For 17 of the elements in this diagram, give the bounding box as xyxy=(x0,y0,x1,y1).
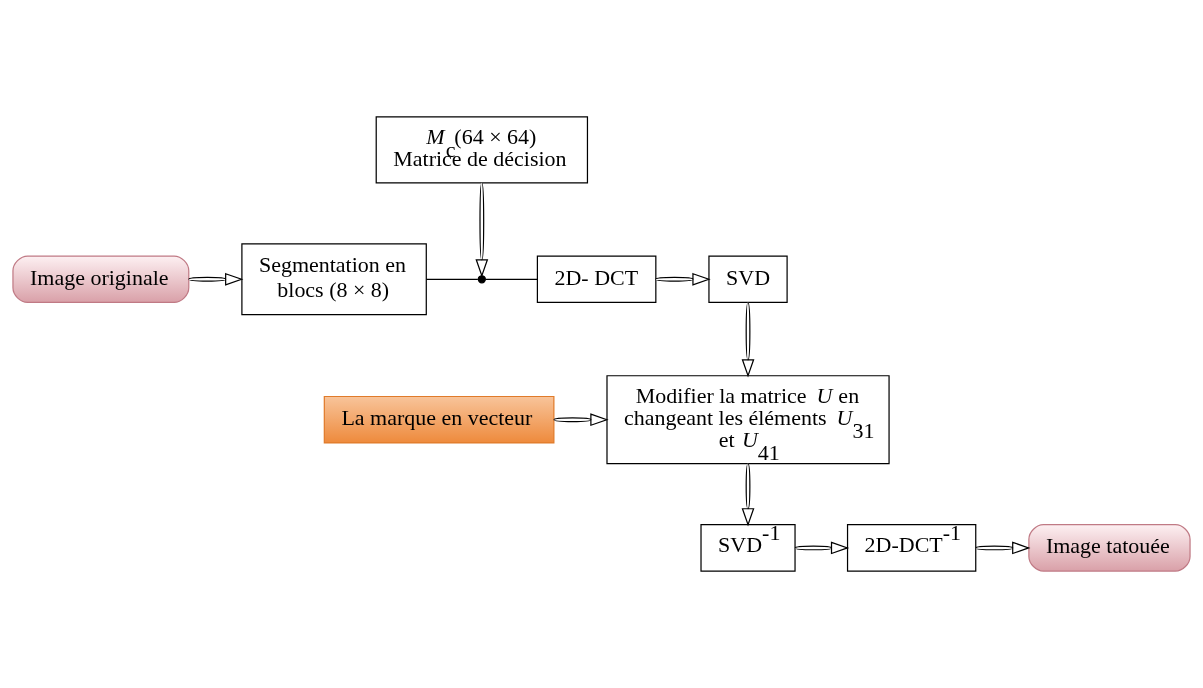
node-switch xyxy=(477,275,486,284)
arrow xyxy=(975,541,1031,555)
node-box: Segmentation en blocs (8 × 8) xyxy=(241,243,427,316)
arrow xyxy=(655,272,711,286)
arrow xyxy=(475,182,489,278)
node-box: Image originale xyxy=(12,255,190,304)
arrow xyxy=(741,302,755,378)
arrow xyxy=(553,413,609,427)
node-box: 2D- DCT xyxy=(536,255,657,304)
arrow xyxy=(741,463,755,527)
connector xyxy=(425,278,479,280)
connector xyxy=(485,278,538,280)
node-box: Image tatouée xyxy=(1028,524,1191,572)
arrow xyxy=(794,541,850,555)
node-box: SVD xyxy=(708,255,788,304)
arrow xyxy=(188,272,244,286)
node-box: La marque en vecteur xyxy=(323,395,555,444)
